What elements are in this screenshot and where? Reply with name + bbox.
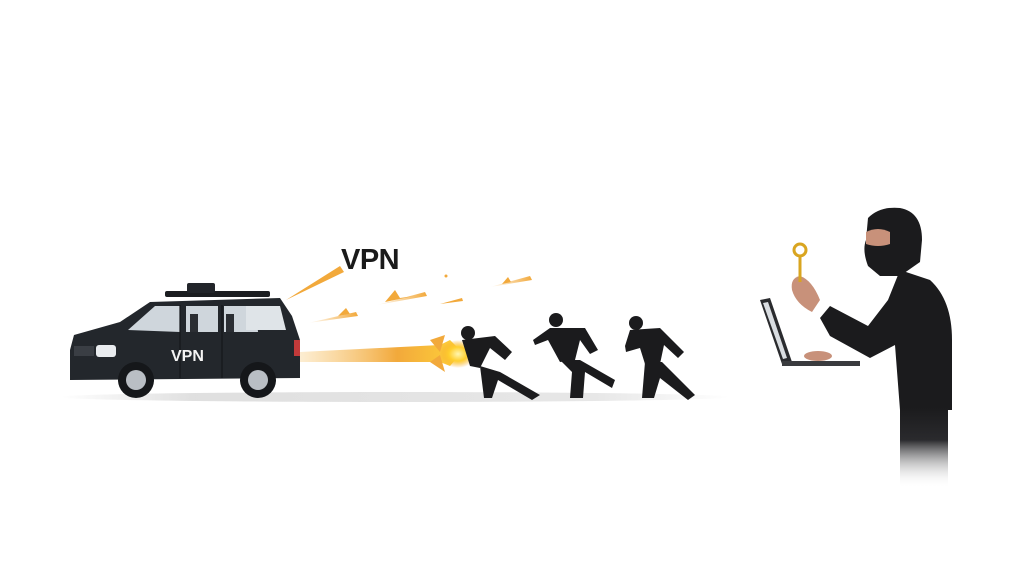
vpn-headline: VPN	[341, 244, 400, 276]
vpn-car	[70, 283, 300, 398]
thief-1	[461, 326, 540, 400]
spark-streaks	[286, 266, 532, 323]
thief-3	[625, 316, 695, 400]
car-vpn-label: VPN	[171, 348, 204, 365]
thief-2	[533, 313, 615, 398]
hacker	[760, 207, 952, 488]
ground-shadow	[60, 392, 730, 402]
vpn-beam	[300, 335, 476, 372]
